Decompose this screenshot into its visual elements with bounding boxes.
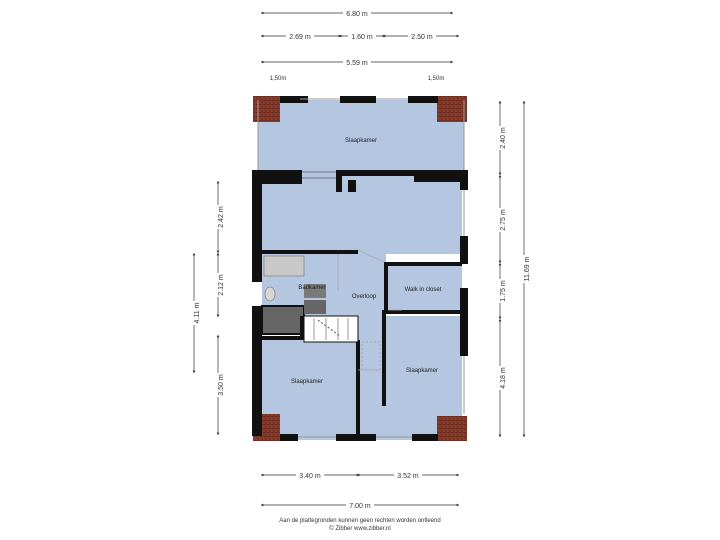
dim-top-inner: 5.59 m: [346, 60, 368, 67]
doors: [337, 249, 402, 371]
bathroom-fixtures: [263, 255, 326, 302]
window-lines: [257, 98, 465, 438]
room-label-overloop: Overloop: [352, 294, 377, 300]
dim-right-mid2: 1.75 m: [500, 280, 507, 302]
dim-right-top: 2.40 m: [500, 127, 507, 149]
room-label-walk-in-closet: Walk in closet: [405, 287, 442, 293]
floor-areas: [258, 100, 464, 440]
room-labels: Slaapkamer Badkamer Overloop Walk in clo…: [291, 138, 442, 385]
floor-central: [260, 172, 462, 254]
dim-bottom-total: 7.00 m: [349, 503, 371, 510]
footer-disclaimer: Aan de plattegronden kunnen geen rechten…: [279, 518, 441, 524]
room-label-badkamer: Badkamer: [298, 285, 325, 291]
dim-bottom-right: 3.52 m: [397, 473, 419, 480]
dim-bottom-left: 3.40 m: [299, 473, 321, 480]
bathtub-icon: [263, 255, 305, 277]
dimension-labels: 6.80 m 2.69 m 1.60 m 2.50 m 5.59 m 1,50m…: [192, 8, 531, 510]
dim-left-mid: 2.12 m: [218, 274, 225, 296]
room-label-slaapkamer-bottom-right: Slaapkamer: [406, 368, 438, 374]
dim-right-mid: 2.75 m: [500, 209, 507, 231]
dim-150-left: 1,50m: [270, 76, 287, 82]
dim-right-total: 11.69 m: [524, 256, 531, 281]
dim-left-top: 2.42 m: [218, 206, 225, 228]
dim-right-bottom: 4.18 m: [500, 367, 507, 389]
dim-left-bottom: 3.50 m: [218, 374, 225, 396]
stairs-icon: [303, 315, 381, 371]
roof-tile-top-right: [437, 96, 467, 122]
toilet-icon: [264, 286, 276, 302]
dim-150-right: 1,50m: [428, 76, 445, 82]
roof-tile-top-left: [253, 96, 280, 122]
dim-top-total: 6.80 m: [346, 11, 368, 18]
floor-slaapkamer-top: [258, 100, 464, 172]
walls: [252, 96, 468, 441]
dim-top-left: 2.69 m: [289, 34, 311, 41]
room-label-slaapkamer-bottom-left: Slaapkamer: [291, 379, 323, 385]
footer-copyright: © Zibber www.zibber.nl: [329, 526, 391, 532]
sink-icon: [304, 284, 326, 298]
dim-top-mid: 1.60 m: [351, 34, 373, 41]
dim-left-total: 4.11 m: [194, 302, 201, 323]
dim-top-right: 2.50 m: [411, 34, 433, 41]
roof-tile-bottom-right: [437, 416, 467, 441]
room-label-slaapkamer-top: Slaapkamer: [345, 138, 377, 144]
floor-walk-in-closet: [386, 262, 462, 314]
